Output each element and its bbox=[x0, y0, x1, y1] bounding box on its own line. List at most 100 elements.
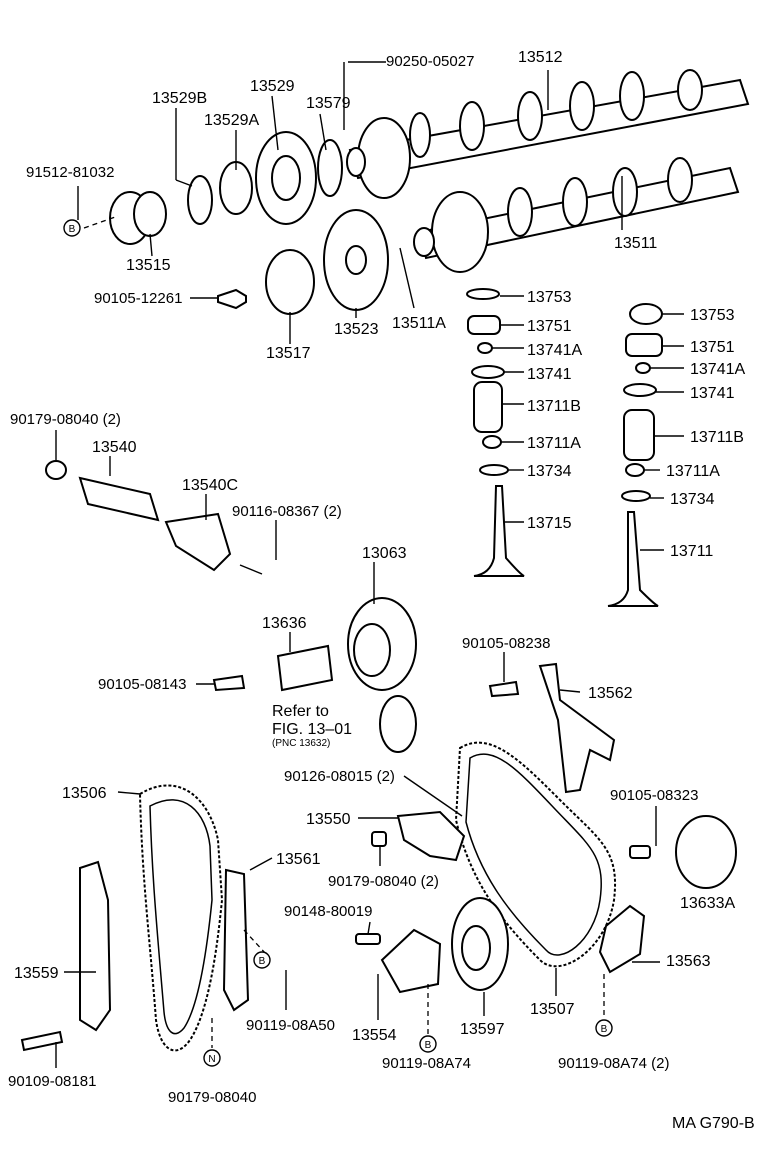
pulley-13517 bbox=[265, 249, 315, 315]
gear-13633A bbox=[675, 815, 737, 889]
tensioner-13540 bbox=[78, 476, 160, 522]
figure-code: MA G790-B bbox=[672, 1115, 755, 1132]
label-90250-05027: 90250-05027 bbox=[386, 53, 474, 70]
damper-13562 bbox=[538, 662, 616, 794]
label-13633A: 13633A bbox=[680, 895, 735, 912]
label-90179-08040-2a: 90179-08040 (2) bbox=[10, 411, 121, 428]
label-13562: 13562 bbox=[588, 685, 633, 702]
label-right-13711A: 13711A bbox=[666, 463, 720, 480]
label-fig-ref: FIG. 13–01 bbox=[272, 721, 352, 738]
label-right-13734: 13734 bbox=[670, 491, 715, 508]
label-90105-08323: 90105-08323 bbox=[610, 787, 698, 804]
guide-13561 bbox=[222, 868, 250, 1012]
bolt-90148-80019 bbox=[355, 933, 381, 945]
label-left-13711A: 13711A bbox=[527, 435, 581, 452]
label-90179-08040-2b: 90179-08040 (2) bbox=[328, 873, 439, 890]
valve-train-left bbox=[466, 288, 525, 577]
svg-text:B: B bbox=[69, 224, 76, 235]
chain-13507-inner bbox=[465, 753, 602, 956]
bolt-90105-08143 bbox=[212, 674, 246, 692]
label-right-13741A: 13741A bbox=[690, 361, 745, 378]
label-right-13751: 13751 bbox=[690, 339, 735, 356]
bolt-90105-08323 bbox=[629, 845, 651, 859]
gear-13515 bbox=[109, 191, 167, 245]
label-right-13753: 13753 bbox=[690, 307, 735, 324]
label-left-13734: 13734 bbox=[527, 463, 572, 480]
label-13507: 13507 bbox=[530, 1001, 575, 1018]
label-13636: 13636 bbox=[262, 615, 307, 632]
slipper-13563 bbox=[598, 904, 646, 974]
camshaft-13511 bbox=[413, 157, 740, 273]
bolt-90105-12261 bbox=[217, 288, 247, 310]
label-13529A: 13529A bbox=[204, 112, 259, 129]
label-13550: 13550 bbox=[306, 811, 351, 828]
label-91512-81032: 91512-81032 bbox=[26, 164, 114, 181]
label-90105-12261: 90105-12261 bbox=[94, 290, 182, 307]
label-13540: 13540 bbox=[92, 439, 137, 456]
label-13517: 13517 bbox=[266, 345, 311, 362]
leader-lines bbox=[55, 61, 684, 1068]
gear-13632 bbox=[379, 695, 417, 753]
tensioner-13554 bbox=[380, 928, 442, 994]
label-left-13741: 13741 bbox=[527, 366, 572, 383]
guide-13559 bbox=[79, 860, 112, 1032]
label-13563: 13563 bbox=[666, 953, 711, 970]
part-labels: 90250-05027 13512 13529B 13529 13579 135… bbox=[8, 49, 755, 1132]
bolt-90179-08040 bbox=[371, 831, 387, 847]
label-right-13741: 13741 bbox=[690, 385, 735, 402]
label-13506: 13506 bbox=[62, 785, 107, 802]
label-90109-08181: 90109-08181 bbox=[8, 1073, 96, 1090]
bolt-90109-08181 bbox=[20, 1030, 64, 1052]
gear-13529 bbox=[255, 131, 317, 225]
tensioner-13550 bbox=[396, 810, 466, 862]
gasket-13540C bbox=[164, 512, 232, 572]
label-90119-08A74-2: 90119-08A74 (2) bbox=[558, 1055, 669, 1072]
label-13540C: 13540C bbox=[182, 477, 238, 494]
label-13597: 13597 bbox=[460, 1021, 505, 1038]
label-90105-08238: 90105-08238 bbox=[462, 635, 550, 652]
bolt-90105-08238 bbox=[488, 680, 520, 698]
snap-ring-13579 bbox=[317, 139, 343, 197]
chain-13506 bbox=[138, 784, 224, 1052]
label-left-13741A: 13741A bbox=[527, 342, 582, 359]
label-13515: 13515 bbox=[126, 257, 171, 274]
gear-13523 bbox=[323, 209, 389, 311]
ring-13529B bbox=[187, 175, 213, 225]
label-90148-80019: 90148-80019 bbox=[284, 903, 372, 920]
marker-b-1: B bbox=[63, 219, 81, 237]
label-13511A: 13511A bbox=[392, 315, 446, 332]
svg-text:B: B bbox=[425, 1040, 432, 1051]
marker-b-3: B bbox=[419, 1035, 437, 1053]
label-13554: 13554 bbox=[352, 1027, 397, 1044]
camshaft-13512 bbox=[346, 69, 750, 199]
svg-text:B: B bbox=[259, 956, 266, 967]
valve-train-right bbox=[607, 303, 663, 607]
label-pnc-ref: (PNC 13632) bbox=[272, 738, 330, 749]
label-left-13751: 13751 bbox=[527, 318, 572, 335]
label-13579: 13579 bbox=[306, 95, 351, 112]
label-13523: 13523 bbox=[334, 321, 379, 338]
label-90126-08015: 90126-08015 (2) bbox=[284, 768, 395, 785]
label-left-13715: 13715 bbox=[527, 515, 572, 532]
label-13559: 13559 bbox=[14, 965, 59, 982]
label-13511: 13511 bbox=[614, 235, 657, 252]
label-13561: 13561 bbox=[276, 851, 321, 868]
label-90119-08A50: 90119-08A50 bbox=[246, 1017, 335, 1034]
label-13529B: 13529B bbox=[152, 90, 207, 107]
label-90119-08A74: 90119-08A74 bbox=[382, 1055, 471, 1072]
label-13512: 13512 bbox=[518, 49, 563, 66]
label-left-13753: 13753 bbox=[527, 289, 572, 306]
label-left-13711B: 13711B bbox=[527, 398, 581, 415]
chain-13506-inner bbox=[149, 799, 213, 1035]
marker-b-2: B bbox=[253, 951, 271, 969]
label-13529: 13529 bbox=[250, 78, 295, 95]
label-90179-08040: 90179-08040 bbox=[168, 1089, 256, 1106]
label-13063: 13063 bbox=[362, 545, 407, 562]
marker-b-4: B bbox=[595, 1019, 613, 1037]
shaft-13636 bbox=[276, 644, 334, 692]
label-right-13711B: 13711B bbox=[690, 429, 744, 446]
gear-13063 bbox=[347, 597, 417, 691]
label-90116-08367: 90116-08367 (2) bbox=[232, 503, 342, 520]
svg-text:N: N bbox=[208, 1054, 215, 1065]
